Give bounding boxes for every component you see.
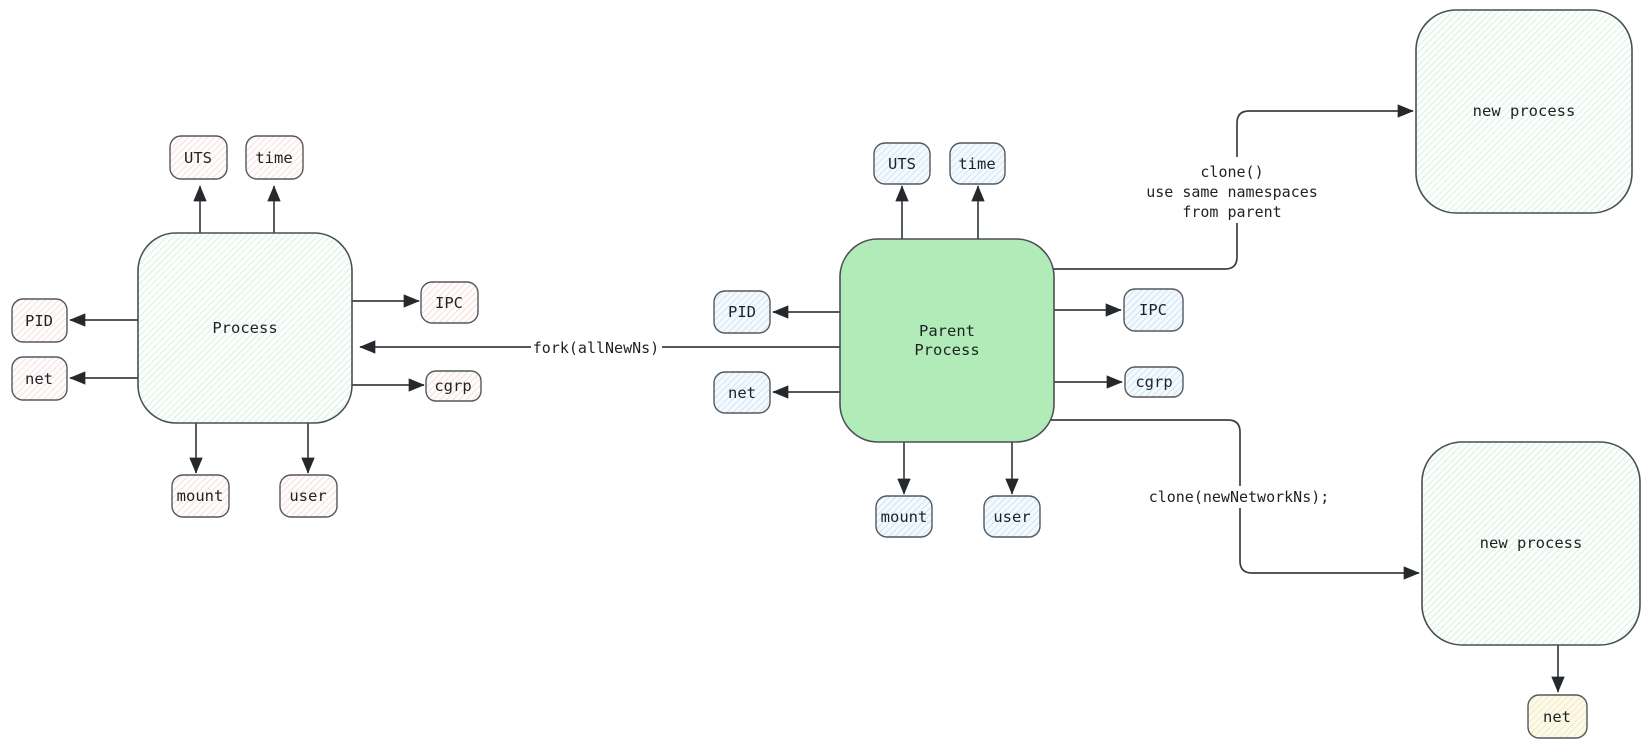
parent-process-label-line1: Parent [919, 322, 975, 340]
mount-namespace-node [171, 474, 230, 518]
pid-label: PID [25, 312, 53, 330]
mount-namespace-node [875, 495, 933, 538]
mount-label: mount [881, 508, 928, 526]
new-process-label: new process [1480, 534, 1583, 552]
new-process-node [1421, 441, 1641, 646]
pid-namespace-node [713, 290, 771, 334]
user-namespace-node [279, 474, 338, 518]
new-process-node [1415, 9, 1633, 214]
uts-label: UTS [184, 149, 212, 167]
net-label: net [1543, 708, 1571, 726]
pid-namespace-node [11, 298, 68, 343]
net-namespace-node [1527, 694, 1588, 739]
clone-new-net-label-bg [1147, 486, 1332, 508]
ipc-label: IPC [1139, 301, 1167, 319]
net-label: net [728, 384, 756, 402]
ipc-label: IPC [435, 294, 463, 312]
fork-edge-label: fork(allNewNs) [533, 339, 659, 357]
user-label: user [289, 487, 326, 505]
left-process-group: Process UTS time PID net IPC cgrp mount … [11, 135, 482, 518]
net-namespace-node [713, 371, 771, 414]
time-label: time [255, 149, 292, 167]
net-label: net [25, 370, 53, 388]
process-node [137, 232, 353, 424]
net-namespace-node [11, 356, 68, 401]
clone-same-label-line1: clone() [1200, 163, 1263, 181]
cgrp-namespace-node [1124, 366, 1184, 398]
new-process-label: new process [1473, 102, 1576, 120]
parent-process-group: Parent Process UTS time PID net IPC cgrp… [713, 142, 1184, 538]
fork-label-bg [531, 338, 662, 358]
user-label: user [993, 508, 1030, 526]
ipc-namespace-node [420, 281, 479, 324]
time-namespace-node [949, 142, 1006, 185]
user-namespace-node [983, 495, 1041, 538]
new-process-top-group: new process [1415, 9, 1633, 214]
cgrp-label: cgrp [434, 377, 471, 395]
clone-same-label-line3: from parent [1182, 203, 1281, 221]
mount-label: mount [177, 487, 224, 505]
pid-label: PID [728, 303, 756, 321]
parent-process-label-line2: Process [914, 341, 979, 359]
new-process-bottom-group: new process net [1421, 441, 1641, 739]
uts-label: UTS [888, 155, 916, 173]
clone-new-net-label: clone(newNetworkNs); [1149, 488, 1330, 506]
clone-same-label-line2: use same namespaces [1146, 183, 1318, 201]
uts-namespace-node [873, 142, 931, 185]
time-label: time [958, 155, 995, 173]
time-namespace-node [245, 135, 304, 180]
parent-process-arrows [772, 185, 1123, 495]
clone-same-label-bg [1142, 157, 1325, 223]
ipc-namespace-node [1123, 288, 1184, 332]
left-process-arrows [69, 185, 425, 474]
parent-process-node [839, 238, 1055, 443]
uts-namespace-node [169, 135, 228, 180]
cgrp-namespace-node [425, 370, 482, 402]
process-label: Process [212, 319, 277, 337]
cgrp-label: cgrp [1135, 373, 1172, 391]
